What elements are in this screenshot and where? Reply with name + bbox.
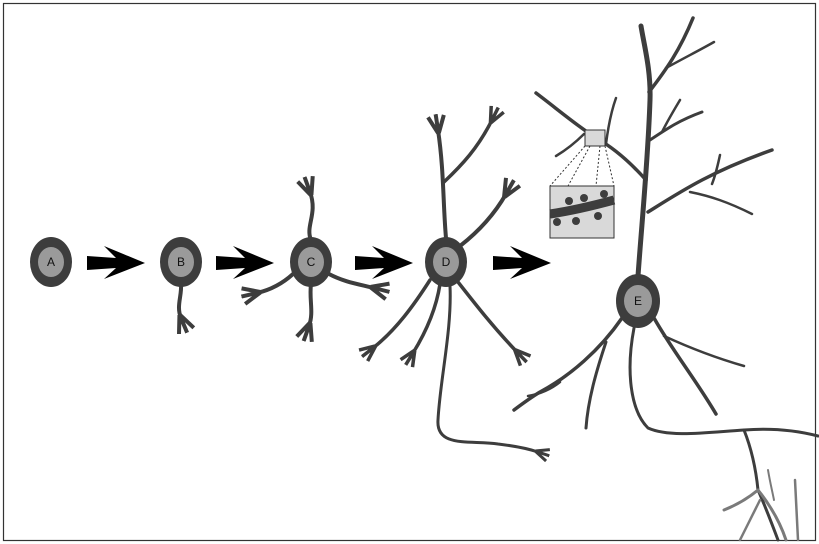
inset-spine-1 (553, 218, 561, 226)
stage-c-neurite-down (309, 284, 311, 326)
stage-b-label: B (177, 255, 185, 269)
inset-spine-6 (600, 190, 608, 198)
diagram-frame (4, 4, 816, 541)
inset-spine-5 (594, 212, 602, 220)
inset-source-box (585, 130, 605, 146)
stage-a-neuron: A (30, 237, 72, 287)
stage-d-label: D (442, 255, 451, 269)
stage-a-label: A (47, 255, 55, 269)
inset-spine-4 (572, 217, 580, 225)
inset-spine-3 (580, 194, 588, 202)
stage-e-label: E (634, 294, 642, 308)
inset-spine-2 (565, 197, 573, 205)
stage-c-label: C (307, 255, 316, 269)
stage-b-neurite (179, 284, 181, 318)
